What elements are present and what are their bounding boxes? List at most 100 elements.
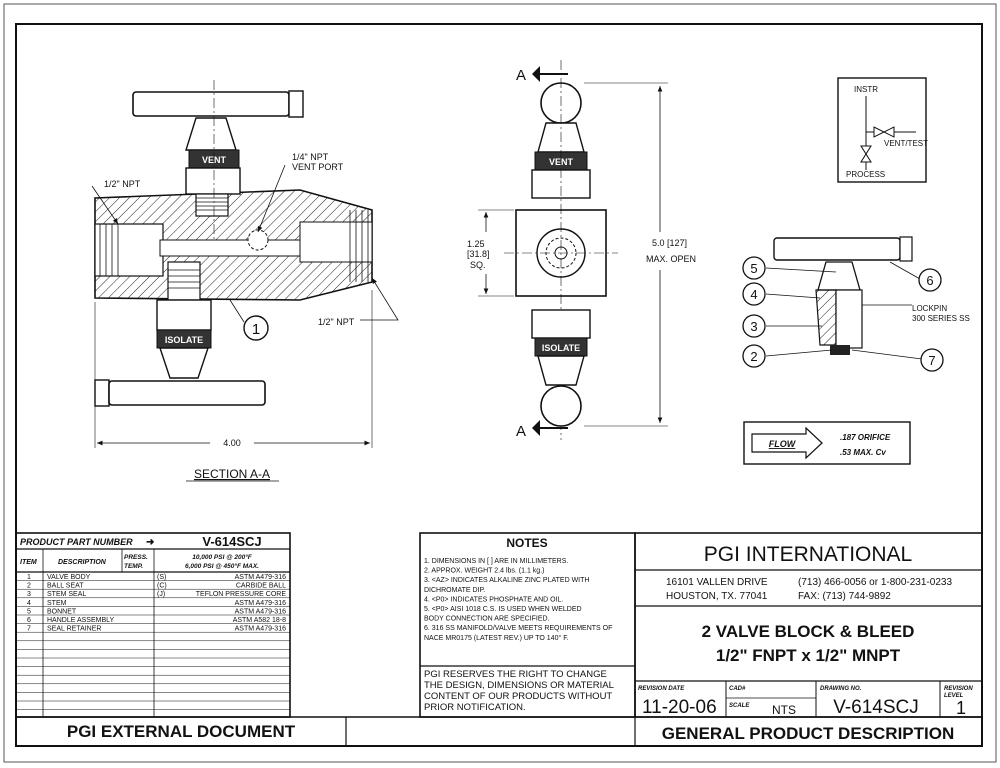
callout-2: 2	[750, 349, 757, 364]
drawing-no: V-614SCJ	[833, 697, 919, 718]
row-material: ASTM A479-316	[235, 608, 286, 615]
disclaimer-line: THE DESIGN, DIMENSIONS OR MATERIAL	[424, 680, 614, 691]
row-code: (C)	[157, 583, 167, 590]
revision-level-label-2: LEVEL	[944, 693, 964, 699]
notes-lines: 1. DIMENSIONS IN [ ] ARE IN MILLIMETERS.…	[424, 558, 612, 642]
note-line: DICHROMATE DIP.	[424, 587, 485, 594]
part-number-label: PRODUCT PART NUMBER	[20, 537, 133, 547]
title-block: PGI INTERNATIONAL 16101 VALLEN DRIVE HOU…	[634, 532, 983, 718]
schematic-instr: INSTR	[854, 85, 878, 94]
row-item: 1	[27, 574, 31, 581]
col-description: DESCRIPTION	[58, 559, 107, 566]
scale-value: NTS	[772, 703, 796, 717]
phone-line: (713) 466-0056 or 1-800-231-0233	[798, 577, 952, 588]
note-line: 5. <P0> AISI 1018 C.S. IS USED WHEN WELD…	[424, 606, 582, 613]
notes-title: NOTES	[506, 536, 547, 550]
callout-1: 1	[252, 321, 260, 338]
revision-level-label-1: REVISION	[944, 686, 973, 692]
lockpin-label: LOCKPIN	[912, 304, 947, 313]
row-description: BALL SEAT	[47, 583, 84, 590]
col-press: PRESS.	[124, 554, 148, 561]
row-description: HANDLE ASSEMBLY	[47, 617, 115, 624]
footer-external-document: PGI EXTERNAL DOCUMENT	[67, 722, 296, 741]
orifice-size: .187 ORIFICE	[840, 433, 891, 442]
disclaimer-line: CONTENT OF OUR PRODUCTS WITHOUT	[424, 691, 612, 702]
disclaimer-line: PRIOR NOTIFICATION.	[424, 702, 526, 713]
row-material: ASTM A479-316	[235, 600, 286, 607]
note-line: 3. <AZ> INDICATES ALKALINE ZINC PLATED W…	[424, 577, 589, 584]
row-item: 7	[27, 626, 31, 633]
row-description: VALVE BODY	[47, 574, 91, 581]
row-description: STEM	[47, 600, 67, 607]
part-number: V-614SCJ	[202, 534, 261, 549]
section-caption: SECTION A-A	[194, 467, 270, 481]
section-mark-top: A	[516, 67, 526, 84]
dim-square-in: 1.25	[467, 239, 485, 249]
drawing-no-label: DRAWING NO.	[820, 686, 862, 692]
address-line-1: 16101 VALLEN DRIVE	[666, 577, 768, 588]
row-material: TEFLON PRESSURE CORE	[196, 591, 287, 598]
revision-date-label: REVISION DATE	[638, 686, 685, 692]
row-description: STEM SEAL	[47, 591, 86, 598]
max-cv: .53 MAX. Cv	[840, 448, 886, 457]
dim-height: 5.0 [127]	[652, 238, 687, 248]
isolate-tag-section: ISOLATE	[165, 335, 203, 345]
lockpin-material: 300 SERIES SS	[912, 314, 970, 323]
row-item: 3	[27, 591, 31, 598]
row-material: ASTM A582 18-8	[233, 617, 286, 624]
row-item: 4	[27, 600, 31, 607]
note-line: NACE MR0175 (LATEST REV.) UP TO 140° F.	[424, 634, 569, 642]
row-material: ASTM A479-316	[235, 574, 286, 581]
cad-label: CAD#	[729, 686, 746, 692]
company-name: PGI INTERNATIONAL	[704, 543, 912, 566]
front-view: A A VENT ISOLATE 1.25 [31.8] SQ. 5.0 [1	[467, 60, 696, 440]
callout-6: 6	[926, 273, 933, 288]
isolate-tag-front: ISOLATE	[542, 343, 580, 353]
drawing-frame	[15, 23, 983, 747]
note-line: 2. APPROX. WEIGHT 2.4 lbs. (1.1 kg.)	[424, 568, 544, 575]
assembly-detail: LOCKPIN 300 SERIES SS 5 4 3 2 6 7	[742, 236, 970, 372]
note-line: 6. 316 SS MANIFOLD/VALVE MEETS REQUIREME…	[424, 625, 612, 632]
parts-table: PRODUCT PART NUMBER ➜ V-614SCJ ITEM DESC…	[15, 532, 291, 718]
flow-box: FLOW .187 ORIFICE .53 MAX. Cv	[743, 421, 911, 465]
row-description: BONNET	[47, 608, 77, 615]
row-item: 6	[27, 617, 31, 624]
callout-5: 5	[750, 261, 757, 276]
callout-1-circle	[243, 315, 269, 341]
label-vent-port-size: 1/4" NPT	[292, 152, 329, 162]
part-number-arrow: ➜	[146, 537, 154, 548]
schematic-process: PROCESS	[846, 170, 885, 179]
row-code: (J)	[157, 591, 165, 598]
dim-square-sq: SQ.	[470, 260, 486, 270]
product-title-2: 1/2" FNPT x 1/2" MNPT	[716, 646, 901, 665]
dim-height-max-open: MAX. OPEN	[646, 254, 696, 264]
outer-border	[3, 3, 997, 763]
rating-2: 6,000 PSI @ 450°F MAX.	[185, 562, 259, 570]
product-title-1: 2 VALVE BLOCK & BLEED	[702, 622, 915, 641]
notes-block: NOTES 1. DIMENSIONS IN [ ] ARE IN MILLIM…	[419, 532, 636, 718]
label-npt-right: 1/2" NPT	[318, 317, 355, 327]
row-material: ASTM A479-316	[235, 626, 286, 633]
scale-label: SCALE	[729, 703, 750, 709]
disclaimer-line: PGI RESERVES THE RIGHT TO CHANGE	[424, 669, 607, 680]
row-material: CARBIDE BALL	[236, 583, 286, 590]
callout-4: 4	[750, 287, 757, 302]
revision-level: 1	[956, 698, 966, 718]
label-vent-port: VENT PORT	[292, 162, 344, 172]
note-line: BODY CONNECTION ARE SPECIFIED.	[424, 616, 550, 623]
section-mark-bottom: A	[516, 423, 526, 440]
note-line: 1. DIMENSIONS IN [ ] ARE IN MILLIMETERS.	[424, 558, 568, 565]
footer-general-description: GENERAL PRODUCT DESCRIPTION	[662, 724, 955, 743]
col-temp: TEMP.	[124, 563, 143, 570]
section-view: VENT ISOLATE 1/2" NPT 1/4" NPT VENT PORT…	[91, 80, 399, 482]
revision-date: 11-20-06	[642, 697, 717, 718]
fax-line: FAX: (713) 744-9892	[798, 591, 891, 602]
dim-square-mm: [31.8]	[467, 249, 490, 259]
callout-3: 3	[750, 319, 757, 334]
flow-label: FLOW	[769, 439, 797, 449]
schematic-vent-test: VENT/TEST	[884, 139, 928, 148]
callout-7: 7	[928, 353, 935, 368]
label-npt-left: 1/2" NPT	[104, 179, 141, 189]
